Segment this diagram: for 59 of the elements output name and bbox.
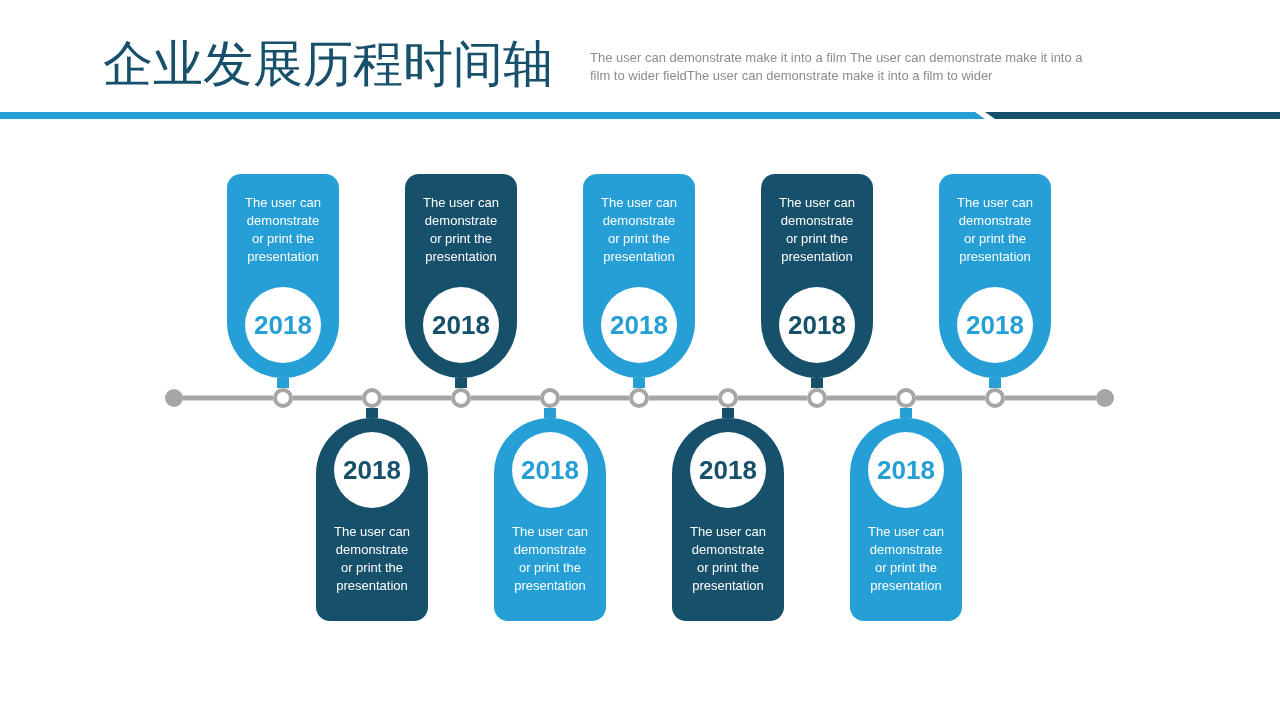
card-stem	[722, 408, 734, 418]
description-text: The user can demonstrate or print the presentation	[422, 194, 500, 266]
timeline-card	[227, 174, 339, 378]
end-dot	[165, 389, 183, 407]
card-stem	[633, 378, 645, 388]
year-circle: 2018	[512, 432, 588, 508]
card-stem	[900, 408, 912, 418]
timeline-card	[761, 174, 873, 378]
card-stem	[544, 408, 556, 418]
timeline-ring	[451, 388, 471, 408]
description-text: The user can demonstrate or print the presentation	[778, 194, 856, 266]
year-circle: 2018	[334, 432, 410, 508]
timeline-line	[827, 395, 896, 401]
timeline-card	[583, 174, 695, 378]
description-text: The user can demonstrate or print the presentation	[511, 523, 589, 595]
subtitle-text: The user can demonstrate make it into a film The user can demonstrate make it into a film to wider fieldThe user can demonstrate make it into a film to wider	[590, 49, 1084, 85]
timeline-card	[494, 418, 606, 621]
timeline-ring	[718, 388, 738, 408]
card-stem	[989, 378, 1001, 388]
timeline-line	[293, 395, 362, 401]
card-stem	[811, 378, 823, 388]
year-circle: 2018	[868, 432, 944, 508]
description-text: The user can demonstrate or print the presentation	[244, 194, 322, 266]
year-circle: 2018	[601, 287, 677, 363]
timeline-card	[672, 418, 784, 621]
timeline-card	[939, 174, 1051, 378]
timeline-ring	[273, 388, 293, 408]
timeline-line	[183, 395, 273, 401]
timeline-ring	[540, 388, 560, 408]
year-circle: 2018	[245, 287, 321, 363]
timeline-ring	[807, 388, 827, 408]
card-stem	[277, 378, 289, 388]
timeline-ring	[362, 388, 382, 408]
year-circle: 2018	[779, 287, 855, 363]
description-text: The user can demonstrate or print the presentation	[333, 523, 411, 595]
timeline-line	[560, 395, 629, 401]
description-text: The user can demonstrate or print the presentation	[956, 194, 1034, 266]
year-circle: 2018	[690, 432, 766, 508]
timeline-line	[738, 395, 807, 401]
timeline-line	[649, 395, 718, 401]
timeline-ring	[629, 388, 649, 408]
timeline-line	[382, 395, 451, 401]
title: 企业发展历程时间轴	[103, 34, 553, 94]
year-circle: 2018	[423, 287, 499, 363]
timeline-ring	[896, 388, 916, 408]
description-text: The user can demonstrate or print the presentation	[867, 523, 945, 595]
timeline-line	[916, 395, 985, 401]
description-text: The user can demonstrate or print the presentation	[689, 523, 767, 595]
year-circle: 2018	[957, 287, 1033, 363]
end-dot	[1096, 389, 1114, 407]
description-text: The user can demonstrate or print the presentation	[600, 194, 678, 266]
timeline-card	[316, 418, 428, 621]
card-stem	[366, 408, 378, 418]
timeline-card	[405, 174, 517, 378]
timeline-line	[471, 395, 540, 401]
timeline-card	[850, 418, 962, 621]
card-stem	[455, 378, 467, 388]
timeline-line	[1005, 395, 1096, 401]
timeline-ring	[985, 388, 1005, 408]
